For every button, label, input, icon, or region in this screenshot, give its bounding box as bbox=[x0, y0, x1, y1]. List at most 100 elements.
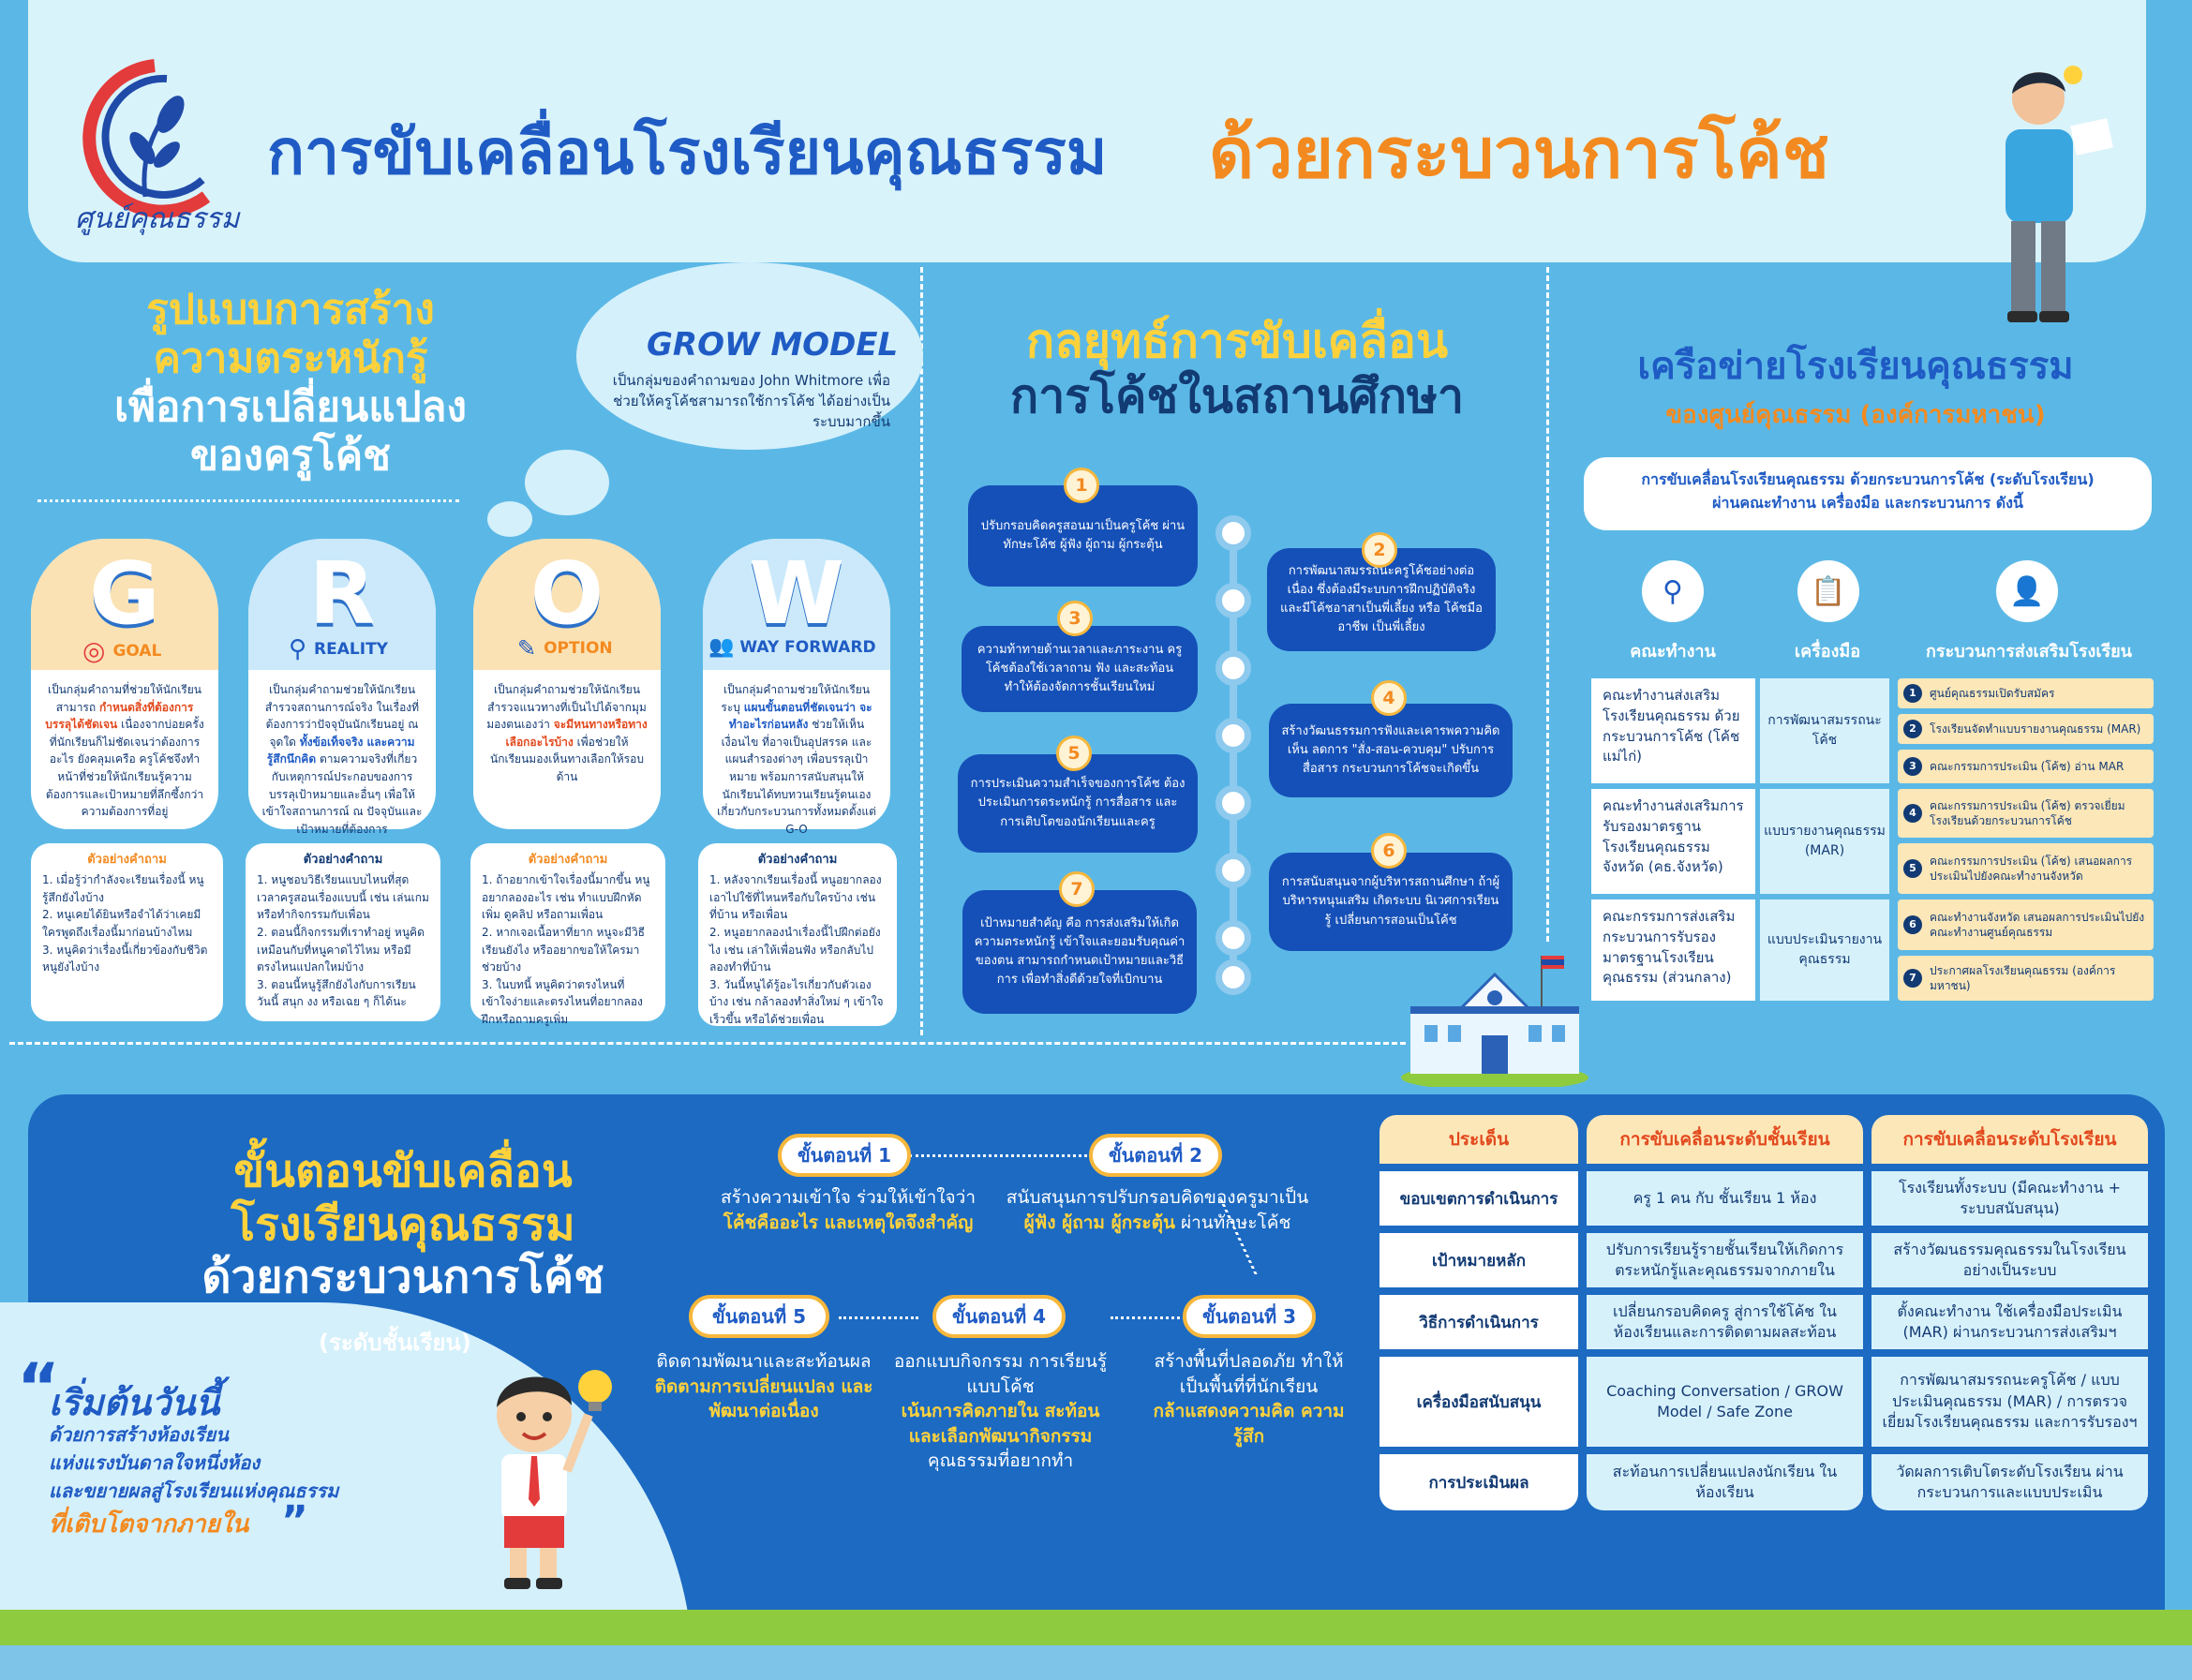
pillar-desc: เป็นกลุ่มคำถามที่ช่วยให้นักเรียนสามารถ ก… bbox=[45, 683, 204, 819]
table-cell: สร้างวัฒนธรรมคุณธรรมในโรงเรียนอย่างเป็นร… bbox=[1871, 1233, 2148, 1287]
table-key: เครื่องมือสนับสนุน bbox=[1379, 1357, 1578, 1447]
divider bbox=[9, 1042, 1406, 1045]
table-cell: โรงเรียนทั้งระบบ (มีคณะทำงาน + ระบบสนับส… bbox=[1871, 1171, 2148, 1226]
quote-mark: ” bbox=[281, 1497, 308, 1545]
strategy-number: 1 bbox=[1064, 468, 1099, 503]
network-subtitle: ของศูนย์คุณธรรม (องค์การมหาชน) bbox=[1665, 401, 2046, 429]
example-card-option: ตัวอย่างคำถาม 1. ถ้าอยากเข้าใจเรื่องนี้ม… bbox=[470, 843, 665, 1026]
step-connector bbox=[909, 1154, 1087, 1157]
pillar-desc: เป็นกลุ่มคำถามช่วยให้นักเรียนสำรวจสถานกา… bbox=[261, 683, 423, 836]
coach-illustration bbox=[2006, 66, 2113, 322]
table-cell: การพัฒนาสมรรถนะครูโค้ช / แบบประเมินคุณธร… bbox=[1871, 1357, 2148, 1447]
table-cell: เปลี่ยนกรอบคิดครู สู่การใช้โค้ช ในห้องเร… bbox=[1587, 1295, 1863, 1349]
pillar-label: WAY FORWARD bbox=[739, 637, 876, 657]
strategy-number: 2 bbox=[1362, 532, 1397, 568]
strategy-item-4: สร้างวัฒนธรรมการฟังและเคารพความคิดเห็น ล… bbox=[1269, 704, 1513, 797]
quote-headline: เริ่มต้นวันนี้ bbox=[49, 1382, 220, 1423]
table-header: การขับเคลื่อนระดับชั้นเรียน bbox=[1587, 1115, 1863, 1164]
strategy-number: 6 bbox=[1371, 833, 1407, 869]
example-card-reality: ตัวอย่างคำถาม 1. หนูชอบวิธีเรียนแบบไหนที… bbox=[246, 843, 440, 1021]
step-5-label: ขั้นตอนที่ 5 bbox=[689, 1295, 829, 1338]
person-icon: 👤 bbox=[1996, 560, 2058, 622]
team-icon: 👥 bbox=[708, 635, 735, 659]
timeline-node bbox=[1215, 920, 1251, 956]
timeline-node bbox=[1215, 785, 1251, 821]
strategy-item-5: การประเมินความสำเร็จของการโค้ช ต้องประเม… bbox=[958, 754, 1198, 853]
network-title: เครือข่ายโรงเรียนคุณธรรม bbox=[1637, 345, 2074, 388]
divider bbox=[1546, 267, 1549, 942]
team-cell: คณะทำงานส่งเสริมการรับรองมาตรฐานโรงเรียน… bbox=[1591, 789, 1755, 894]
table-key: การประเมินผล bbox=[1379, 1454, 1578, 1510]
step-5-text: ติดตามพัฒนาและสะท้อนผล ติดตามการเปลี่ยนแ… bbox=[654, 1351, 873, 1422]
pillar-option bbox=[473, 539, 661, 829]
awareness-title: รูปแบบการสร้าง ความตระหนักรู้ เพื่อการเป… bbox=[114, 286, 467, 480]
timeline-node bbox=[1215, 583, 1251, 618]
step-1-text: สร้างความเข้าใจ ร่วมให้เข้าใจว่า โค้ชคือ… bbox=[720, 1187, 977, 1233]
pillar-label: GOAL bbox=[112, 641, 162, 661]
step-2-label: ขั้นตอนที่ 2 bbox=[1089, 1134, 1222, 1177]
page-title-accent: ด้วยกระบวนการโค้ช bbox=[1209, 113, 1829, 194]
tool-cell: การพัฒนาสมรรถนะโค้ช bbox=[1760, 678, 1889, 783]
magnifier-icon: ⚲ bbox=[1642, 560, 1704, 622]
moral-center-logo bbox=[82, 59, 211, 218]
pillar-letter: G bbox=[89, 543, 160, 644]
notepad-icon: ✎ bbox=[517, 635, 537, 662]
network-intro: การขับเคลื่อนโรงเรียนคุณธรรม ด้วยกระบวนก… bbox=[1584, 457, 2152, 530]
divider bbox=[37, 499, 459, 502]
team-cell: คณะทำงานส่งเสริมโรงเรียนคุณธรรม ด้วยกระบ… bbox=[1591, 678, 1755, 783]
quote-mark: “ bbox=[17, 1349, 61, 1426]
grow-model-desc: เป็นกลุ่มของคำถามของ John Whitmore เพื่อ… bbox=[612, 372, 890, 430]
team-cell: คณะกรรมการส่งเสริมกระบวนการรับรองมาตรฐาน… bbox=[1591, 899, 1755, 1001]
column-header: คณะทำงาน bbox=[1630, 642, 1716, 662]
strategy-number: 7 bbox=[1059, 871, 1095, 907]
example-card-way-forward: ตัวอย่างคำถาม 1. หลังจากเรียนเรื่องนี้ ห… bbox=[698, 843, 897, 1026]
quote-ending: ที่เติบโตจากภายใน bbox=[49, 1510, 249, 1539]
timeline-node bbox=[1215, 650, 1251, 686]
pillar-label: OPTION bbox=[544, 639, 613, 658]
table-key: เป้าหมายหลัก bbox=[1379, 1233, 1578, 1287]
page-title: การขับเคลื่อนโรงเรียนคุณธรรม bbox=[267, 116, 1108, 188]
magnifier-icon: ⚲ bbox=[289, 635, 307, 663]
student-illustration bbox=[497, 1370, 612, 1589]
grass-strip bbox=[0, 1610, 2192, 1645]
step-4-text: ออกแบบกิจกรรม การเรียนรู้แบบโค้ช เน้นการ… bbox=[893, 1351, 1108, 1472]
table-cell: ตั้งคณะทำงาน ใช้เครื่องมือประเมิน (MAR) … bbox=[1871, 1295, 2148, 1349]
pillar-letter: R bbox=[308, 543, 376, 644]
timeline-node bbox=[1215, 959, 1251, 995]
table-cell: ปรับการเรียนรู้รายชั้นเรียนให้เกิดการตระ… bbox=[1587, 1233, 1863, 1287]
example-card-goal: ตัวอย่างคำถาม 1. เมื่อรู้ว่ากำลังจะเรียน… bbox=[31, 843, 223, 1021]
strategy-item-3: ความท้าทายด้านเวลาและภาระงาน ครูโค้ชต้อง… bbox=[962, 626, 1198, 712]
table-key: ขอบเขตการดำเนินการ bbox=[1379, 1171, 1578, 1226]
table-cell: ครู 1 คน กับ ชั้นเรียน 1 ห้อง bbox=[1587, 1171, 1863, 1226]
logo-text: ศูนย์คุณธรรม bbox=[75, 202, 240, 235]
table-header: การขับเคลื่อนระดับโรงเรียน bbox=[1871, 1115, 2148, 1164]
strategy-item-7: เป้าหมายสำคัญ คือ การส่งเสริมให้เกิดความ… bbox=[962, 890, 1197, 1014]
column-header: กระบวนการส่งเสริมโรงเรียน bbox=[1926, 642, 2132, 662]
step-connector bbox=[1111, 1316, 1185, 1319]
strategy-item-6: การสนับสนุนจากผู้บริหารสถานศึกษา ถ้าผู้บ… bbox=[1269, 853, 1513, 951]
pillar-reality bbox=[248, 539, 436, 829]
table-cell: สะท้อนการเปลี่ยนแปลงนักเรียน ในห้องเรียน bbox=[1587, 1454, 1863, 1510]
pillar-desc: เป็นกลุ่มคำถามช่วยให้นักเรียนระบุ แผนขั้… bbox=[717, 683, 876, 836]
quote-body: ด้วยการสร้างห้องเรียน แห่งแรงบันดาลใจหนึ… bbox=[49, 1423, 339, 1502]
strategy-number: 5 bbox=[1056, 736, 1092, 771]
step-1-label: ขั้นตอนที่ 1 bbox=[778, 1134, 911, 1177]
pillar-desc: เป็นกลุ่มคำถามช่วยให้นักเรียนสำรวจแนวทาง… bbox=[486, 683, 648, 783]
table-key: วิธีการดำเนินการ bbox=[1379, 1295, 1578, 1349]
table-cell: วัดผลการเติบโตระดับโรงเรียน ผ่านกระบวนกา… bbox=[1871, 1454, 2148, 1510]
pillar-goal bbox=[31, 539, 218, 829]
step-3-text: สร้างพื้นที่ปลอดภัย ทำให้เป็นพื้นที่ที่น… bbox=[1153, 1351, 1345, 1447]
step-3-label: ขั้นตอนที่ 3 bbox=[1183, 1295, 1316, 1338]
grow-model-title: GROW MODEL bbox=[647, 326, 899, 364]
pillar-letter: W bbox=[749, 543, 844, 644]
step-2-text: สนับสนุนการปรับกรอบคิดของครูมาเป็น ผู้ฟั… bbox=[1006, 1187, 1309, 1233]
cloud-bubble bbox=[487, 501, 532, 537]
school-illustration bbox=[1401, 956, 1588, 1087]
step-connector bbox=[839, 1316, 918, 1319]
strategy-number: 4 bbox=[1371, 680, 1407, 716]
